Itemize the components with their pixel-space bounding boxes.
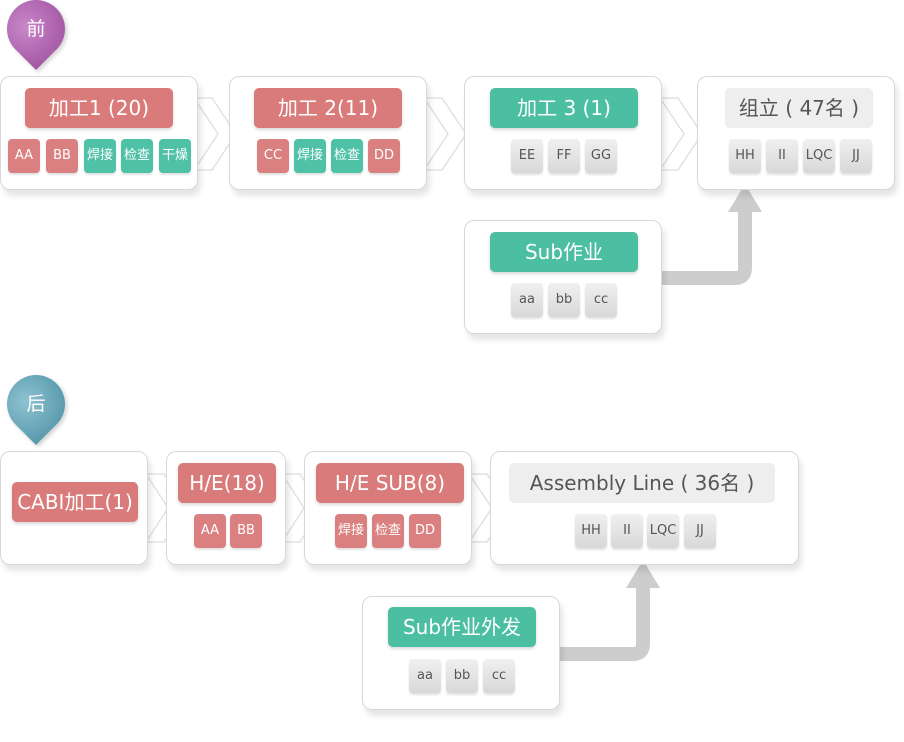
process-chip: bb <box>446 659 478 693</box>
stage-title: H/E SUB(8) <box>316 463 464 503</box>
after-stage-4: Assembly Line ( 36名 ) HH II LQC JJ <box>490 451 799 565</box>
process-chip: DD <box>368 139 400 173</box>
process-chip: cc <box>483 659 515 693</box>
stage-title: 组立 ( 47名 ) <box>725 88 873 128</box>
process-chip: CC <box>257 139 289 173</box>
process-chip: 焊接 <box>335 514 367 548</box>
before-label: 前 <box>26 18 46 40</box>
before-stage-2: 加工 2(11) CC 焊接 检查 DD <box>229 76 427 190</box>
chevron-arrow-icon <box>658 97 703 171</box>
process-chip: GG <box>585 139 617 173</box>
process-chip: 干燥 <box>159 139 191 173</box>
process-chip: II <box>766 139 798 173</box>
chevron-arrow-icon <box>422 97 467 171</box>
process-chip: aa <box>511 283 543 317</box>
process-chip: LQC <box>803 139 835 173</box>
process-chip: EE <box>511 139 543 173</box>
process-chip: DD <box>409 514 441 548</box>
stage-title: Sub作业 <box>490 232 638 272</box>
process-chip: 检查 <box>372 514 404 548</box>
stage-title: 加工 3 (1) <box>490 88 638 128</box>
stage-title: Sub作业外发 <box>388 607 536 647</box>
after-sub-stage: Sub作业外发 aa bb cc <box>362 596 560 710</box>
process-chip: 焊接 <box>84 139 116 173</box>
elbow-arrow-icon <box>662 208 752 285</box>
process-chip: 焊接 <box>294 139 326 173</box>
elbow-arrow-icon <box>560 584 650 661</box>
before-stage-3: 加工 3 (1) EE FF GG <box>464 76 662 190</box>
process-chip: HH <box>575 514 607 548</box>
stage-title: CABI加工(1) <box>12 482 138 522</box>
stage-title: Assembly Line ( 36名 ) <box>509 463 775 503</box>
process-chip: FF <box>548 139 580 173</box>
process-chip: II <box>611 514 643 548</box>
process-chip: aa <box>409 659 441 693</box>
process-chip: 检查 <box>331 139 363 173</box>
process-chip: AA <box>8 139 40 173</box>
process-chip: AA <box>194 514 226 548</box>
stage-title: H/E(18) <box>178 463 276 503</box>
process-chip: bb <box>548 283 580 317</box>
before-stage-4: 组立 ( 47名 ) HH II LQC JJ <box>697 76 895 190</box>
stage-title: 加工 2(11) <box>254 88 402 128</box>
process-chip: LQC <box>647 514 679 548</box>
process-chip: 检查 <box>121 139 153 173</box>
process-chip: BB <box>46 139 78 173</box>
after-stage-1: CABI加工(1) <box>0 451 148 565</box>
after-label: 后 <box>26 393 46 415</box>
process-chip: cc <box>585 283 617 317</box>
process-chip: JJ <box>684 514 716 548</box>
process-chip: JJ <box>840 139 872 173</box>
before-stage-1: 加工1 (20) AA BB 焊接 检查 干燥 <box>0 76 198 190</box>
before-sub-stage: Sub作业 aa bb cc <box>464 220 662 334</box>
after-stage-3: H/E SUB(8) 焊接 检查 DD <box>304 451 472 565</box>
process-chip: HH <box>729 139 761 173</box>
stage-title: 加工1 (20) <box>25 88 173 128</box>
after-stage-2: H/E(18) AA BB <box>166 451 286 565</box>
process-chip: BB <box>230 514 262 548</box>
